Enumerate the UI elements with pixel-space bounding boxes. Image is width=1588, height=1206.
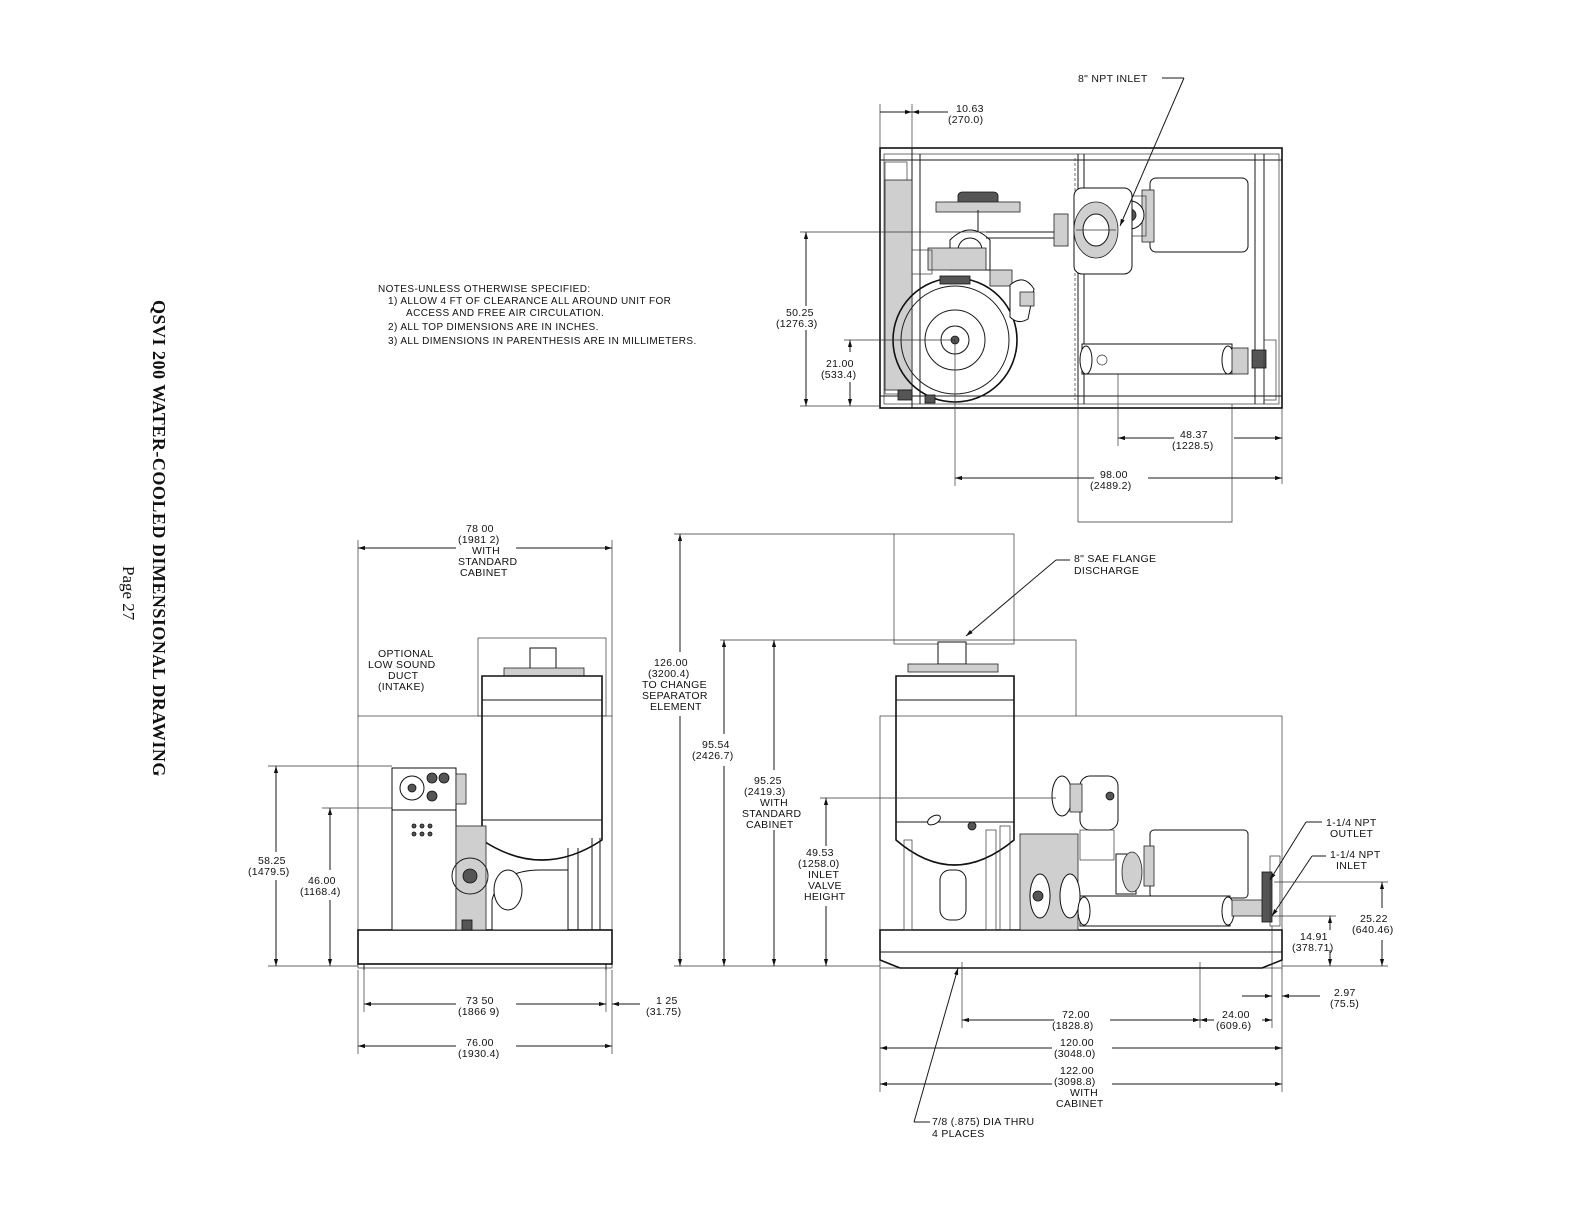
note-3: 3) ALL DIMENSIONS IN PARENTHESIS ARE IN … xyxy=(388,336,697,347)
dim-58-25: 58.25 xyxy=(258,855,286,867)
dim-122-00-cabinet: CABINET xyxy=(1056,1098,1104,1110)
dim-58-25-mm: (1479.5) xyxy=(248,866,290,878)
dim-24-00: 24.00 xyxy=(1222,1009,1250,1021)
dim-50-25-mm: (1276.3) xyxy=(776,318,818,330)
general-notes: NOTES-UNLESS OTHERWISE SPECIFIED: 1) ALL… xyxy=(378,284,697,347)
dim-48-37-mm: (1228.5) xyxy=(1172,440,1214,452)
side-view: 8" SAE FLANGE DISCHARGE 126.00 (3200.4) … xyxy=(642,533,1394,1140)
dim-78-00-cabinet: CABINET xyxy=(460,567,508,579)
top-view: 10.63 (270.0) 8" NPT INLET 50.25 (1276.3… xyxy=(776,73,1283,523)
dim-49-53-inlet: INLET xyxy=(808,869,840,881)
dim-122-00-with: WITH xyxy=(1070,1087,1098,1099)
callout-hole-1: 7/8 (.875) DIA THRU xyxy=(932,1116,1034,1128)
dim-2-97-mm: (75.5) xyxy=(1330,998,1359,1010)
callout-discharge-2: DISCHARGE xyxy=(1074,565,1139,577)
callout-hole-2: 4 PLACES xyxy=(932,1128,985,1140)
dim-120-00-mm: (3048.0) xyxy=(1054,1048,1096,1060)
dim-72-00: 72.00 xyxy=(1062,1009,1090,1021)
dim-72-00-mm: (1828.8) xyxy=(1052,1020,1094,1032)
dim-76-00: 76.00 xyxy=(466,1037,494,1049)
dim-95-25-mm: (2419.3) xyxy=(744,786,786,798)
dim-46-00: 46.00 xyxy=(308,875,336,887)
dim-49-53-valve: VALVE xyxy=(808,880,842,892)
dim-78-00-standard: STANDARD xyxy=(458,556,517,568)
sheet-title: QSVI 200 WATER-COOLED DIMENSIONAL DRAWIN… xyxy=(149,300,169,777)
dim-95-54-mm: (2426.7) xyxy=(692,750,734,762)
dim-95-54: 95.54 xyxy=(702,739,730,751)
callout-inlet-1: 1-1/4 NPT xyxy=(1330,849,1381,861)
duct-label-1: OPTIONAL xyxy=(378,648,434,660)
dim-126-00-note-1: TO CHANGE xyxy=(642,679,707,691)
dim-78-00-with: WITH xyxy=(472,545,500,557)
dim-2-97: 2.97 xyxy=(1334,987,1356,999)
dim-95-25: 95.25 xyxy=(754,775,782,787)
dim-122-00-mm: (3098.8) xyxy=(1054,1076,1096,1088)
dim-78-00-mm: (1981 2) xyxy=(458,534,500,546)
dim-21-00-mm: (533.4) xyxy=(821,369,856,381)
dim-10-63: 10.63 xyxy=(956,103,984,115)
dim-95-25-standard: STANDARD xyxy=(742,808,801,820)
callout-discharge-1: 8" SAE FLANGE xyxy=(1074,553,1156,565)
duct-label-3: DUCT xyxy=(388,670,419,682)
dim-126-00: 126.00 xyxy=(654,657,688,669)
dim-49-53-mm: (1258.0) xyxy=(798,858,840,870)
dim-73-50-mm: (1866 9) xyxy=(458,1006,500,1018)
dim-14-91: 14.91 xyxy=(1300,931,1328,943)
dim-49-53-height: HEIGHT xyxy=(804,891,846,903)
dim-122-00: 122.00 xyxy=(1060,1065,1094,1077)
dim-49-53: 49.53 xyxy=(806,847,834,859)
dim-76-00-mm: (1930.4) xyxy=(458,1048,500,1060)
dim-25-22: 25.22 xyxy=(1360,913,1388,925)
dim-98-00: 98.00 xyxy=(1100,469,1128,481)
dim-98-00-mm: (2489.2) xyxy=(1090,480,1132,492)
dim-126-00-note-3: ELEMENT xyxy=(650,701,702,713)
dim-120-00: 120.00 xyxy=(1060,1037,1094,1049)
duct-label-2: LOW SOUND xyxy=(368,659,436,671)
dim-25-22-mm: (640.46) xyxy=(1352,924,1394,936)
dim-78-00: 78 00 xyxy=(466,523,494,535)
dim-126-00-note-2: SEPARATOR xyxy=(642,690,708,702)
dim-21-00: 21.00 xyxy=(826,358,854,370)
dim-10-63-mm: (270.0) xyxy=(948,114,983,126)
note-1a: 1) ALLOW 4 FT OF CLEARANCE ALL AROUND UN… xyxy=(388,296,671,307)
notes-heading: NOTES-UNLESS OTHERWISE SPECIFIED: xyxy=(378,284,591,295)
dim-95-25-cabinet: CABINET xyxy=(746,819,794,831)
callout-outlet-1: 1-1/4 NPT xyxy=(1326,817,1377,829)
dim-46-00-mm: (1168.4) xyxy=(300,886,341,898)
note-2: 2) ALL TOP DIMENSIONS ARE IN INCHES. xyxy=(388,322,599,333)
dim-14-91-mm: (378.71) xyxy=(1292,942,1334,954)
dim-1-25: 1 25 xyxy=(656,995,678,1007)
dim-73-50: 73 50 xyxy=(466,995,494,1007)
dim-50-25: 50.25 xyxy=(786,307,814,319)
duct-label-4: (INTAKE) xyxy=(378,681,425,693)
page-number: Page 27 xyxy=(119,566,138,621)
callout-8-npt-inlet: 8" NPT INLET xyxy=(1078,73,1148,85)
end-view: 78 00 (1981 2) WITH STANDARD CABINET OPT… xyxy=(248,523,681,1060)
dim-24-00-mm: (609.6) xyxy=(1216,1020,1251,1032)
dim-1-25-mm: (31.75) xyxy=(646,1006,681,1018)
callout-outlet-2: OUTLET xyxy=(1330,828,1374,840)
dim-95-25-with: WITH xyxy=(760,797,788,809)
note-1b: ACCESS AND FREE AIR CIRCULATION. xyxy=(406,308,604,319)
dim-126-00-mm: (3200.4) xyxy=(648,668,690,680)
callout-inlet-2: INLET xyxy=(1336,860,1368,872)
dim-48-37: 48.37 xyxy=(1180,429,1208,441)
